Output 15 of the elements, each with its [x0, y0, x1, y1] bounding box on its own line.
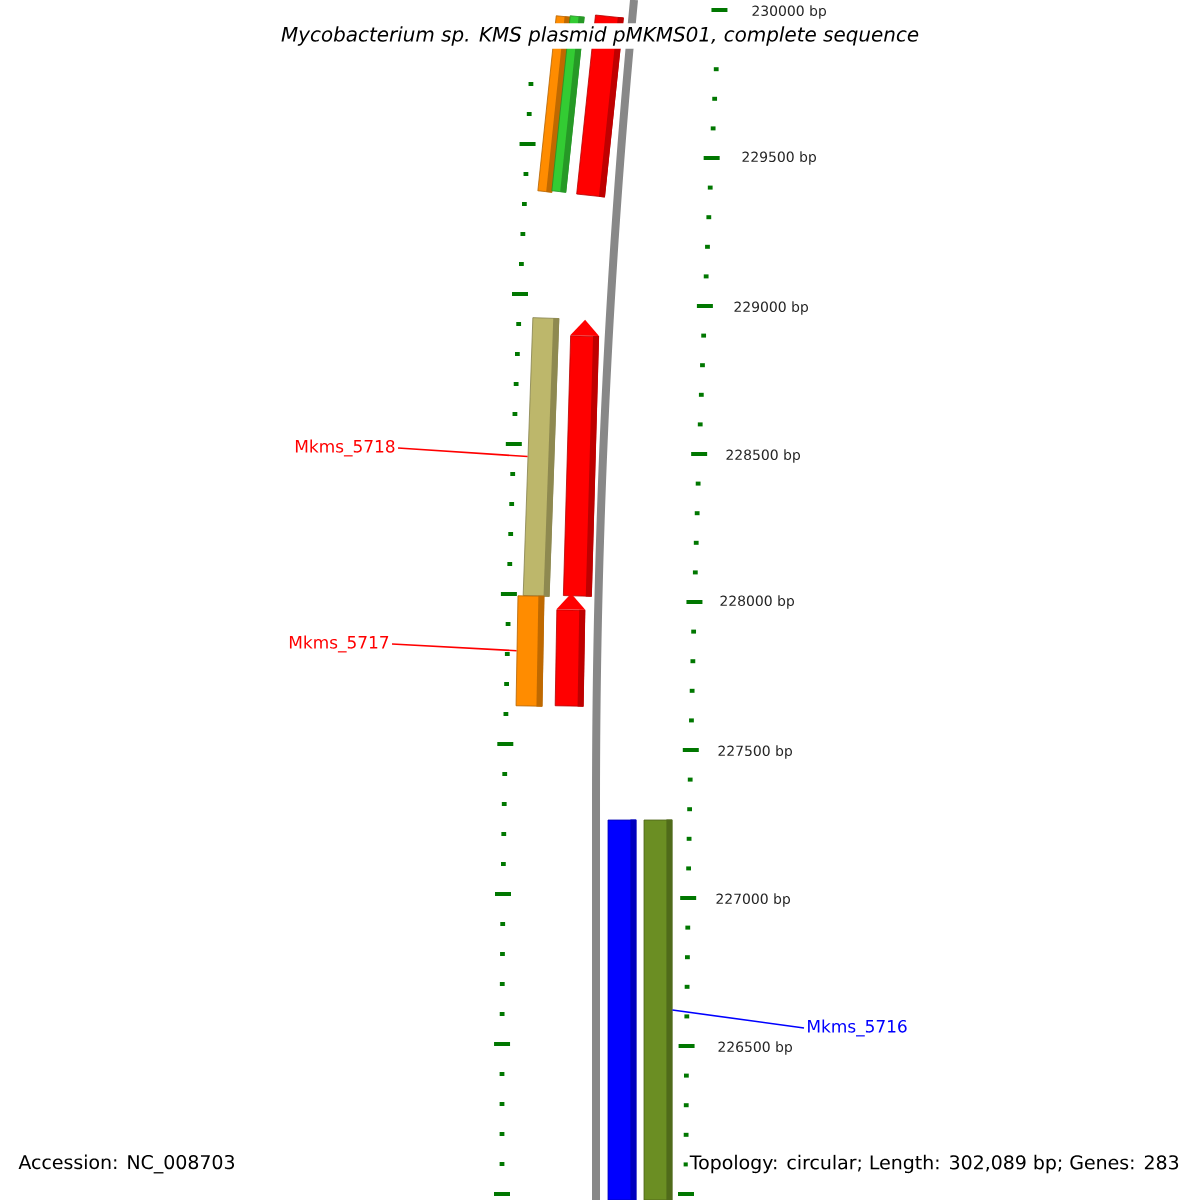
leader-line	[671, 1009, 805, 1029]
leader-line	[397, 447, 529, 458]
gene-bar	[515, 595, 545, 707]
gene-bar	[607, 819, 637, 1200]
title: Mycobacterium sp. KMS plasmid pMKMS01, complete sequence	[278, 23, 923, 49]
gene-label: Mkms_5716	[808, 1019, 907, 1037]
gene-bar	[522, 317, 560, 597]
accession-text: Accession: NC_008703	[18, 1154, 234, 1174]
gene-label: Mkms_5718	[295, 439, 395, 457]
pointed-gene-bar	[554, 593, 586, 707]
gene-label: Mkms_5717	[289, 635, 389, 653]
gene-bar	[643, 819, 673, 1200]
pointed-gene-bar	[563, 319, 600, 597]
topology-text: Topology: circular; Length: 302,089 bp; Genes: 283	[687, 1152, 1182, 1176]
leader-line	[391, 643, 518, 652]
